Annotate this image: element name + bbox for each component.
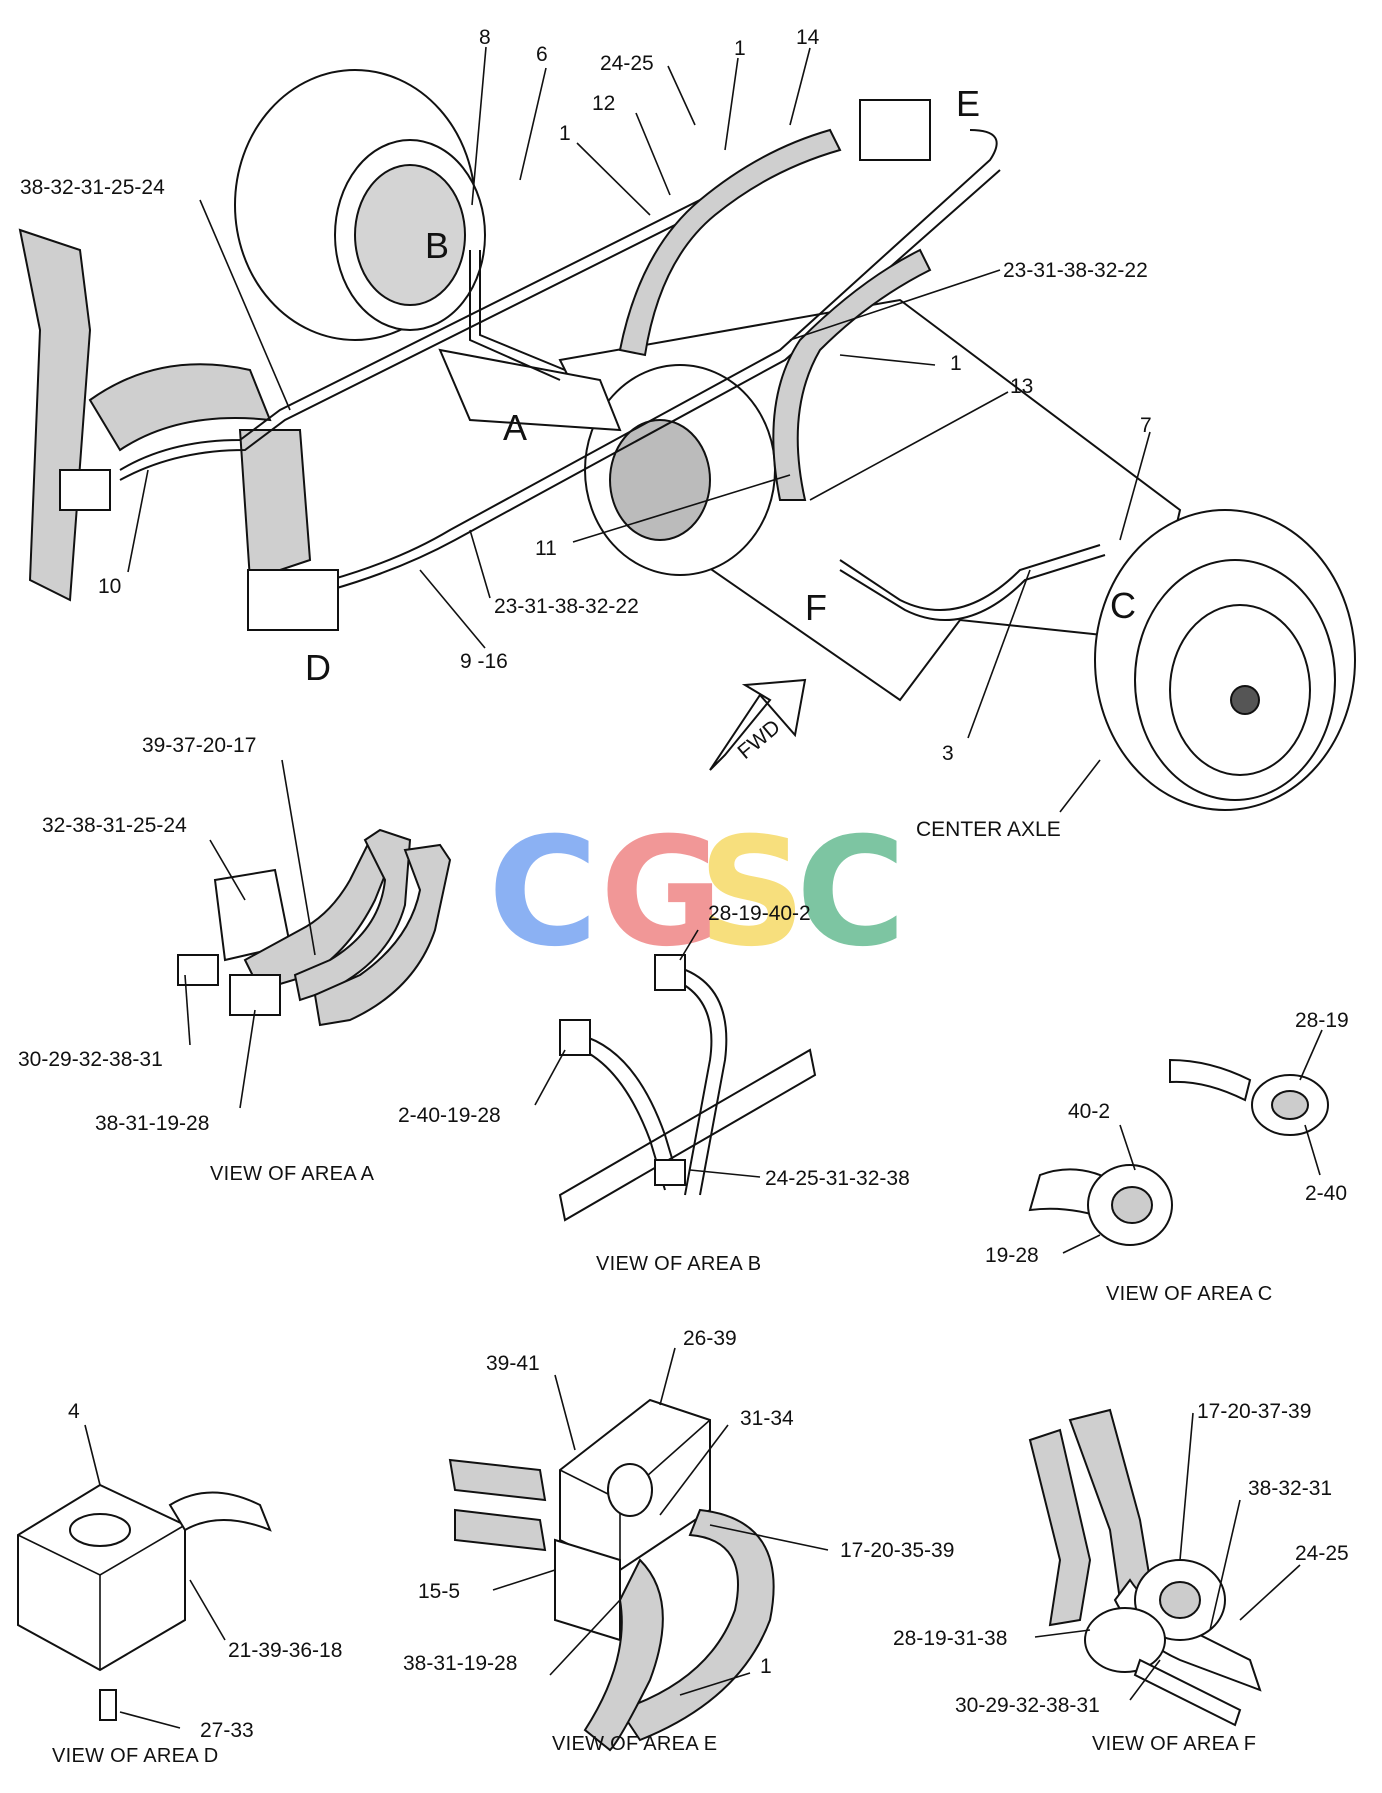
callout-c-2-40: 2-40	[1305, 1182, 1347, 1205]
callout-c-19-28: 19-28	[985, 1244, 1039, 1267]
caption-view-c: VIEW OF AREA C	[1106, 1283, 1272, 1305]
callout-main-3: 3	[942, 742, 954, 765]
callout-main-23-31-38-32-22-upper: 23-31-38-32-22	[1003, 259, 1148, 282]
callout-e-38-31-19-28: 38-31-19-28	[403, 1652, 517, 1675]
callout-main-13: 13	[1010, 375, 1033, 398]
area-letter-e: E	[956, 83, 980, 124]
area-letter-f: F	[805, 587, 827, 628]
callout-main-1-top: 1	[734, 37, 746, 60]
watermark-letter-g: G	[600, 806, 723, 980]
watermark-letter-c2: C	[796, 806, 906, 980]
callout-b-24-25-31-32-38: 24-25-31-32-38	[765, 1167, 910, 1190]
area-d-block	[247, 569, 339, 631]
area-left-block	[59, 469, 111, 511]
main-leader-lines	[127, 46, 1151, 813]
callout-main-8: 8	[479, 26, 491, 49]
callout-main-6: 6	[536, 43, 548, 66]
callout-main-1-left: 1	[559, 122, 571, 145]
callout-e-17-20-35-39: 17-20-35-39	[840, 1539, 954, 1562]
watermark-letter-c1: C	[488, 806, 598, 980]
callout-main-10: 10	[98, 575, 121, 598]
manifold-blocks	[59, 99, 931, 631]
callout-main-12: 12	[592, 92, 615, 115]
view-area-a: 39-37-20-17 32-38-31-25-24 30-29-32-38-3…	[18, 734, 452, 1185]
callout-a-39-37-20-17: 39-37-20-17	[142, 734, 256, 757]
watermark-letter-s: S	[698, 806, 806, 980]
callout-main-11: 11	[535, 537, 557, 560]
watermark: C G S C	[488, 806, 906, 980]
callout-f-30-29-32-38-31: 30-29-32-38-31	[955, 1694, 1100, 1717]
callout-main-1-right: 1	[950, 352, 962, 375]
center-axle-wheel-hub	[1094, 509, 1356, 811]
callout-main-7: 7	[1140, 414, 1152, 437]
caption-view-b: VIEW OF AREA B	[596, 1253, 761, 1275]
rear-wheel-hub	[234, 69, 486, 341]
center-axle-housing	[438, 298, 1182, 702]
area-e-block	[859, 99, 931, 161]
callout-main-14: 14	[796, 26, 820, 49]
callout-main-24-25: 24-25	[600, 52, 654, 75]
view-area-e: 26-39 39-41 31-34 17-20-35-39 15-5 38-31…	[403, 1327, 954, 1755]
callout-b-2-40-19-28: 2-40-19-28	[398, 1104, 501, 1127]
area-letter-c: C	[1110, 585, 1136, 626]
callout-a-30-29-32-38-31: 30-29-32-38-31	[18, 1048, 163, 1071]
callout-f-38-32-31: 38-32-31	[1248, 1477, 1332, 1500]
area-letter-d: D	[305, 647, 331, 688]
caption-view-a: VIEW OF AREA A	[210, 1163, 375, 1185]
callout-d-27-33: 27-33	[200, 1719, 254, 1742]
center-axle-label: CENTER AXLE	[916, 818, 1061, 841]
view-area-b: 28-19-40-2 2-40-19-28 24-25-31-32-38 VIE…	[398, 902, 910, 1275]
callout-e-15-5: 15-5	[418, 1580, 460, 1603]
area-letter-b: B	[425, 225, 449, 266]
callout-main-23-31-38-32-22-lower: 23-31-38-32-22	[494, 595, 639, 618]
callout-d-21-39-36-18: 21-39-36-18	[228, 1639, 342, 1662]
callout-main-38-32-31-25-24: 38-32-31-25-24	[20, 176, 165, 199]
callout-b-28-19-40-2: 28-19-40-2	[708, 902, 811, 925]
callout-main-9-16: 9 -16	[460, 650, 508, 673]
view-area-c: 28-19 40-2 2-40 19-28 VIEW OF AREA C	[985, 1009, 1349, 1305]
callout-f-24-25: 24-25	[1295, 1542, 1349, 1565]
main-assembly-view: FWD A B C D E F	[18, 26, 1356, 841]
callout-f-28-19-31-38: 28-19-31-38	[893, 1627, 1007, 1650]
forward-arrow: FWD	[709, 678, 807, 771]
callout-e-26-39: 26-39	[683, 1327, 737, 1350]
caption-view-f: VIEW OF AREA F	[1092, 1733, 1256, 1755]
callout-e-31-34: 31-34	[740, 1407, 794, 1430]
callout-d-4: 4	[68, 1400, 80, 1423]
callout-c-40-2: 40-2	[1068, 1100, 1110, 1123]
view-area-f: 17-20-37-39 38-32-31 24-25 28-19-31-38 3…	[893, 1400, 1349, 1755]
view-area-d: 4 21-39-36-18 27-33 VIEW OF AREA D	[17, 1400, 342, 1767]
caption-view-d: VIEW OF AREA D	[52, 1745, 218, 1767]
area-letter-a: A	[503, 407, 527, 448]
callout-c-28-19: 28-19	[1295, 1009, 1349, 1032]
callout-a-38-31-19-28: 38-31-19-28	[95, 1112, 209, 1135]
main-tubes	[119, 129, 1106, 621]
callout-f-17-20-37-39: 17-20-37-39	[1197, 1400, 1311, 1423]
callout-a-32-38-31-25-24: 32-38-31-25-24	[42, 814, 187, 837]
caption-view-e: VIEW OF AREA E	[552, 1733, 717, 1755]
callout-e-1: 1	[760, 1655, 772, 1678]
callout-e-39-41: 39-41	[486, 1352, 540, 1375]
